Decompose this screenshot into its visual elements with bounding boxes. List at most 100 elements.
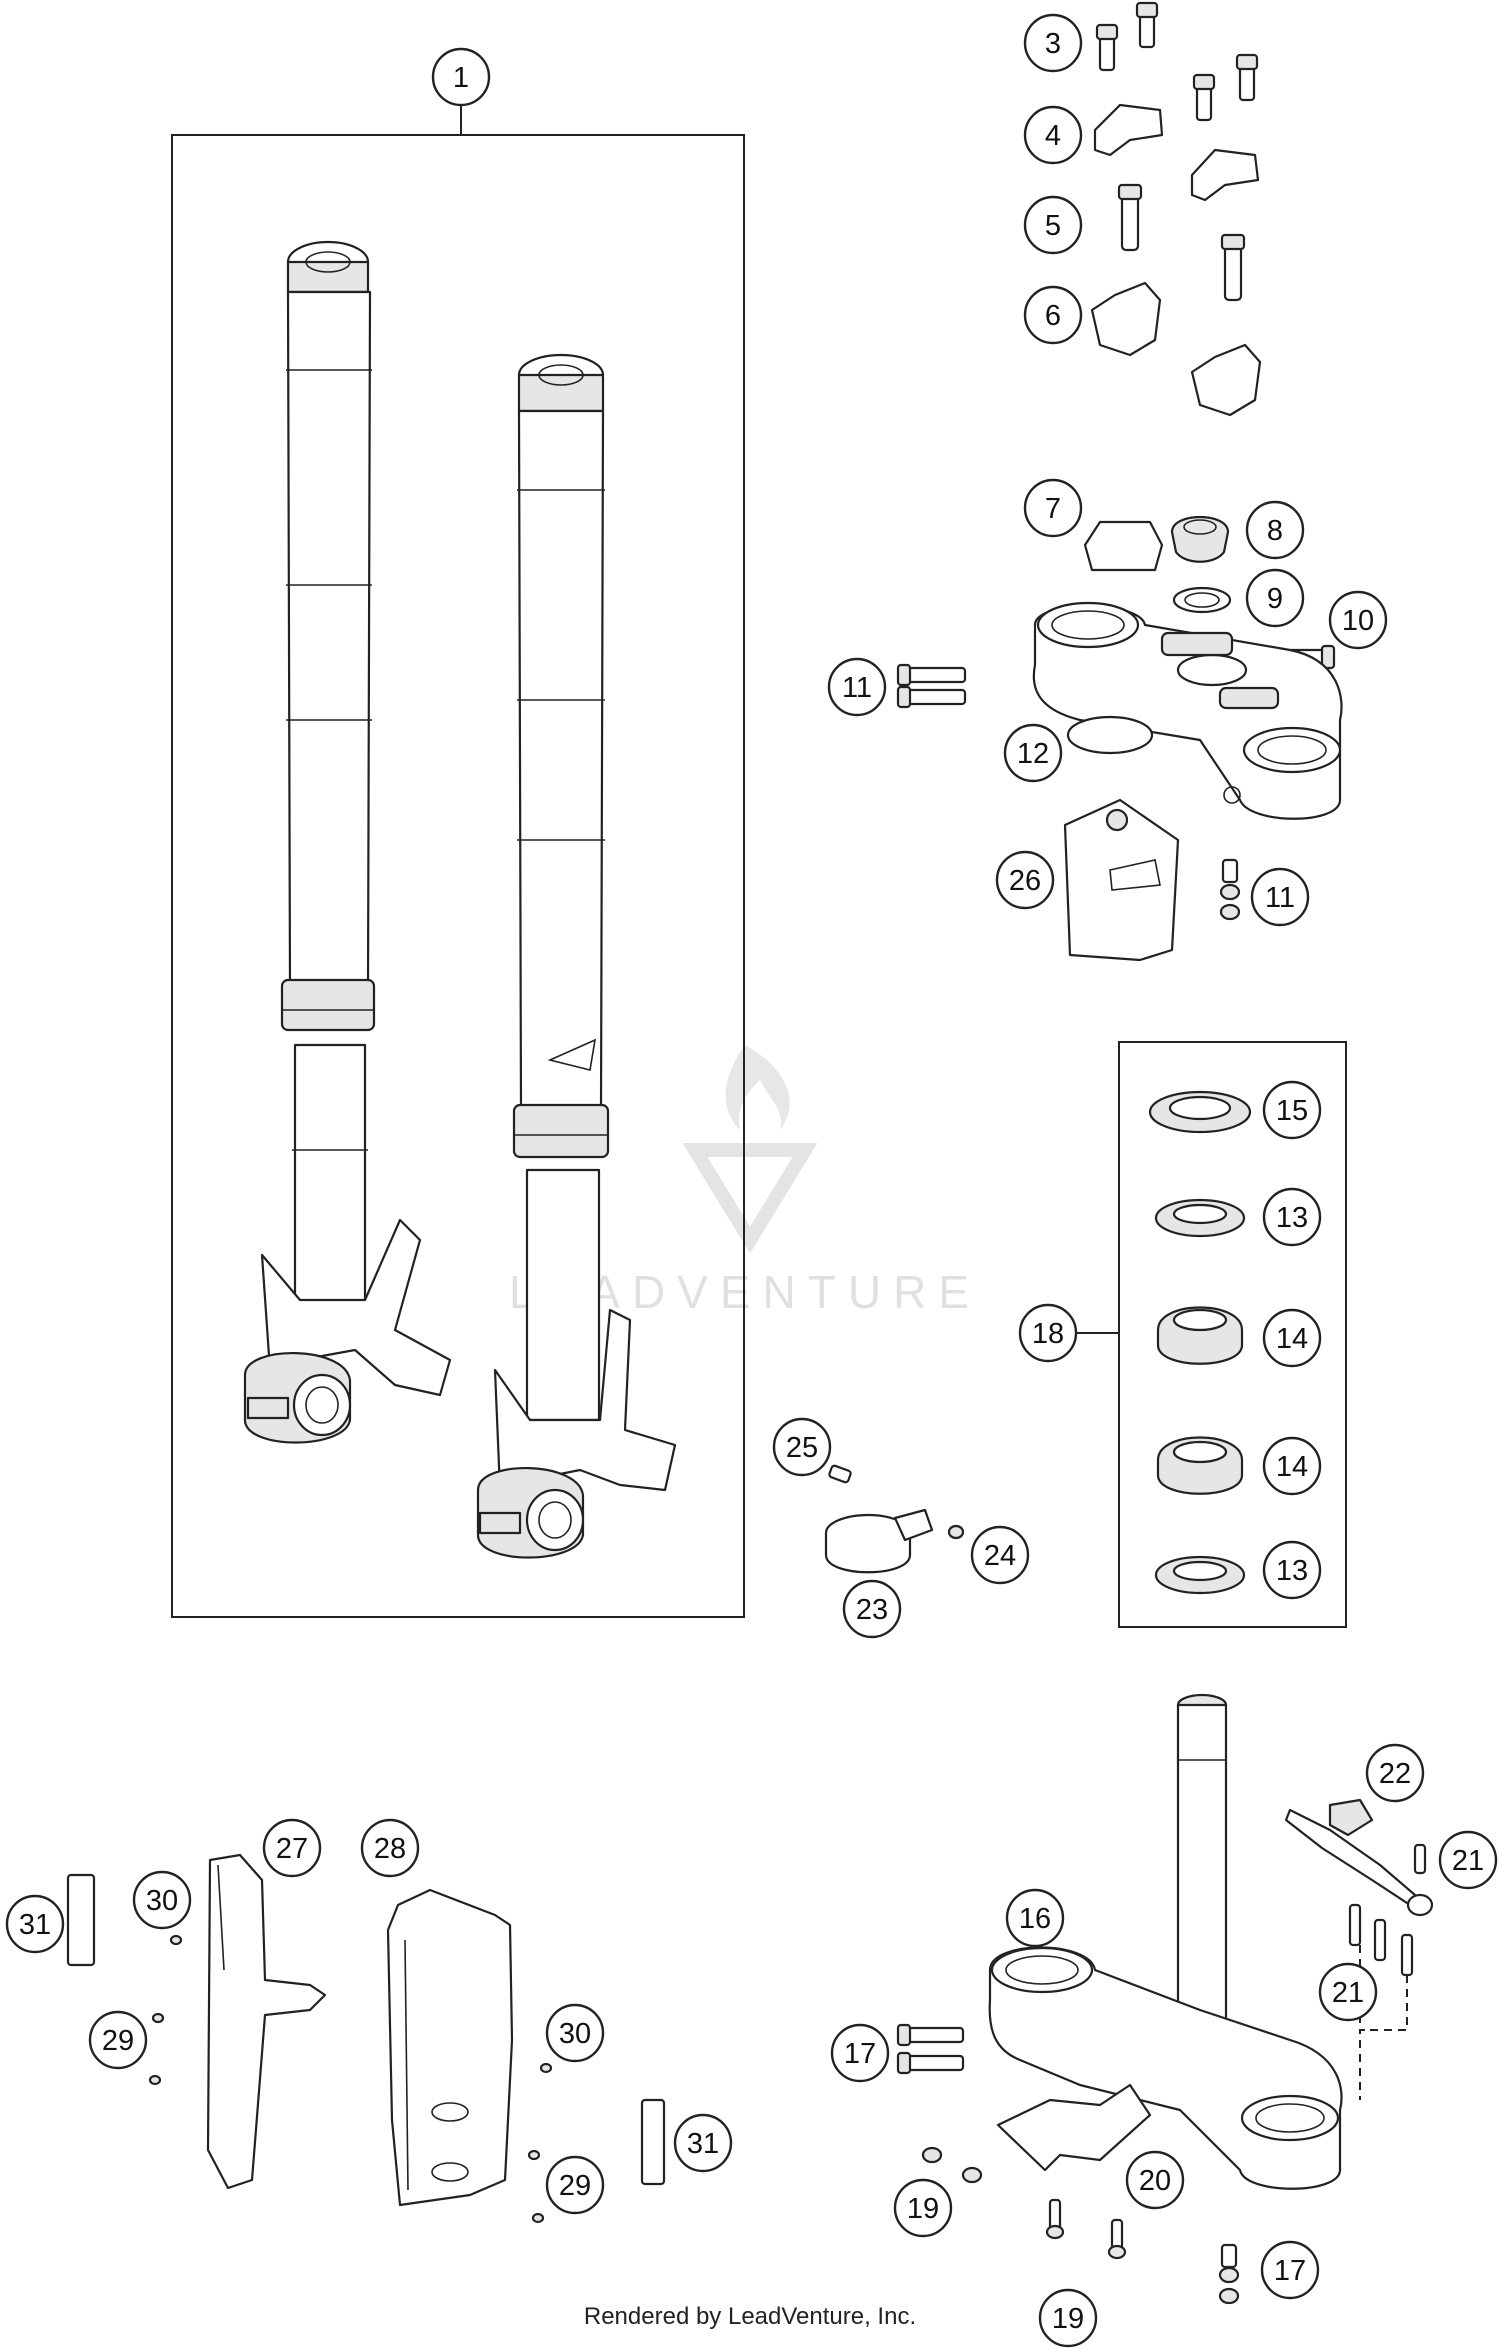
callout-circle	[1262, 1540, 1322, 1600]
callout-label: 15	[1276, 1095, 1308, 1127]
callout-label: 12	[1017, 738, 1049, 770]
callout-circle	[1023, 478, 1083, 538]
clamp-bolts-and-clamps	[1090, 1, 1262, 417]
callout-c6: 6	[1023, 285, 1083, 345]
callout-circle	[431, 47, 491, 107]
fork-assembly-frame	[171, 134, 745, 1618]
callout-label: 4	[1045, 120, 1061, 152]
callout-circle	[1260, 2240, 1320, 2300]
callout-label: 13	[1276, 1202, 1308, 1234]
callout-label: 28	[374, 1833, 406, 1865]
callout-label: 26	[1009, 865, 1041, 897]
callout-circle	[1023, 195, 1083, 255]
callout-c11b: 11	[1250, 867, 1310, 927]
callout-label: 14	[1276, 1323, 1308, 1355]
callout-c17b: 17	[1260, 2240, 1320, 2300]
callout-c21a: 21	[1438, 1830, 1498, 1890]
callout-circle	[1318, 1962, 1378, 2022]
bearing-kit-frame	[1118, 1041, 1347, 1628]
callout-circle	[1438, 1830, 1498, 1890]
callout-label: 23	[856, 1594, 888, 1626]
footer-rendered-by: Rendered by LeadVenture, Inc.	[583, 2303, 917, 2330]
callout-c17a: 17	[830, 2023, 890, 2083]
callout-label: 19	[907, 2193, 939, 2225]
callout-label: 3	[1045, 28, 1061, 60]
callout-circle	[262, 1818, 322, 1878]
callout-label: 31	[19, 1909, 51, 1941]
callout-c30b: 30	[545, 2003, 605, 2063]
callout-label: 6	[1045, 300, 1061, 332]
callout-label: 13	[1276, 1555, 1308, 1587]
callout-c14a: 14	[1262, 1308, 1322, 1368]
callout-label: 30	[559, 2018, 591, 2050]
callout-c11a: 11	[827, 657, 887, 717]
callout-label: 31	[687, 2128, 719, 2160]
callout-c23: 23	[842, 1579, 902, 1639]
callout-circle	[5, 1894, 65, 1954]
callout-label: 24	[984, 1540, 1016, 1572]
callout-c3: 3	[1023, 13, 1083, 73]
callout-circle	[893, 2178, 953, 2238]
callout-c12: 12	[1003, 723, 1063, 783]
callout-c5: 5	[1023, 195, 1083, 255]
callout-c19b: 19	[1038, 2288, 1098, 2348]
callout-circle	[1365, 1743, 1425, 1803]
callout-c30a: 30	[132, 1870, 192, 1930]
callout-circle	[1262, 1080, 1322, 1140]
callout-c31b: 31	[673, 2113, 733, 2173]
bearing-kit-parts	[1148, 1090, 1252, 1595]
callout-c21b: 21	[1318, 1962, 1378, 2022]
callout-circle	[1023, 13, 1083, 73]
fork-leg-right	[476, 353, 677, 1559]
callout-circle	[970, 1525, 1030, 1585]
callout-label: 8	[1267, 515, 1283, 547]
fork-leg-left	[243, 240, 452, 1444]
callout-circle	[830, 2023, 890, 2083]
fork-guards	[66, 1853, 666, 2224]
callout-c24: 24	[970, 1525, 1030, 1585]
callout-c10: 10	[1328, 590, 1388, 650]
callout-c31a: 31	[5, 1894, 65, 1954]
callout-label: 25	[786, 1432, 818, 1464]
callout-label: 19	[1052, 2303, 1084, 2335]
callout-c26: 26	[995, 850, 1055, 910]
callout-circle	[1262, 1187, 1322, 1247]
callout-circle	[1003, 723, 1063, 783]
callout-circle	[1005, 1888, 1065, 1948]
callout-label: 9	[1267, 583, 1283, 615]
upper-triple-clamp	[896, 515, 1343, 962]
callout-c7: 7	[1023, 478, 1083, 538]
callout-c18: 18	[1018, 1303, 1078, 1363]
callout-c15: 15	[1262, 1080, 1322, 1140]
callout-label: 21	[1452, 1845, 1484, 1877]
callout-circle	[1262, 1308, 1322, 1368]
callout-label: 5	[1045, 210, 1061, 242]
callout-circle	[545, 2003, 605, 2063]
callout-circle	[1023, 285, 1083, 345]
lower-triple-clamp	[896, 1693, 1434, 2305]
callout-c27: 27	[262, 1818, 322, 1878]
callout-circle	[772, 1417, 832, 1477]
callout-label: 27	[276, 1833, 308, 1865]
callout-circle	[827, 657, 887, 717]
callout-circle	[1250, 867, 1310, 927]
callout-label: 29	[102, 2025, 134, 2057]
callout-c8: 8	[1245, 500, 1305, 560]
callout-c9: 9	[1245, 568, 1305, 628]
callout-label: 29	[559, 2170, 591, 2202]
callout-label: 11	[842, 672, 872, 704]
callout-circle	[1245, 500, 1305, 560]
callout-circle	[360, 1818, 420, 1878]
callout-c13b: 13	[1262, 1540, 1322, 1600]
callout-label: 20	[1139, 2165, 1171, 2197]
callout-circle	[88, 2010, 148, 2070]
callout-label: 17	[1274, 2255, 1306, 2287]
callout-c22: 22	[1365, 1743, 1425, 1803]
callout-c29b: 29	[545, 2155, 605, 2215]
callout-circle	[1262, 1436, 1322, 1496]
callout-label: 18	[1032, 1318, 1064, 1350]
callout-label: 21	[1332, 1977, 1364, 2009]
callout-c19a: 19	[893, 2178, 953, 2238]
callout-circle	[673, 2113, 733, 2173]
